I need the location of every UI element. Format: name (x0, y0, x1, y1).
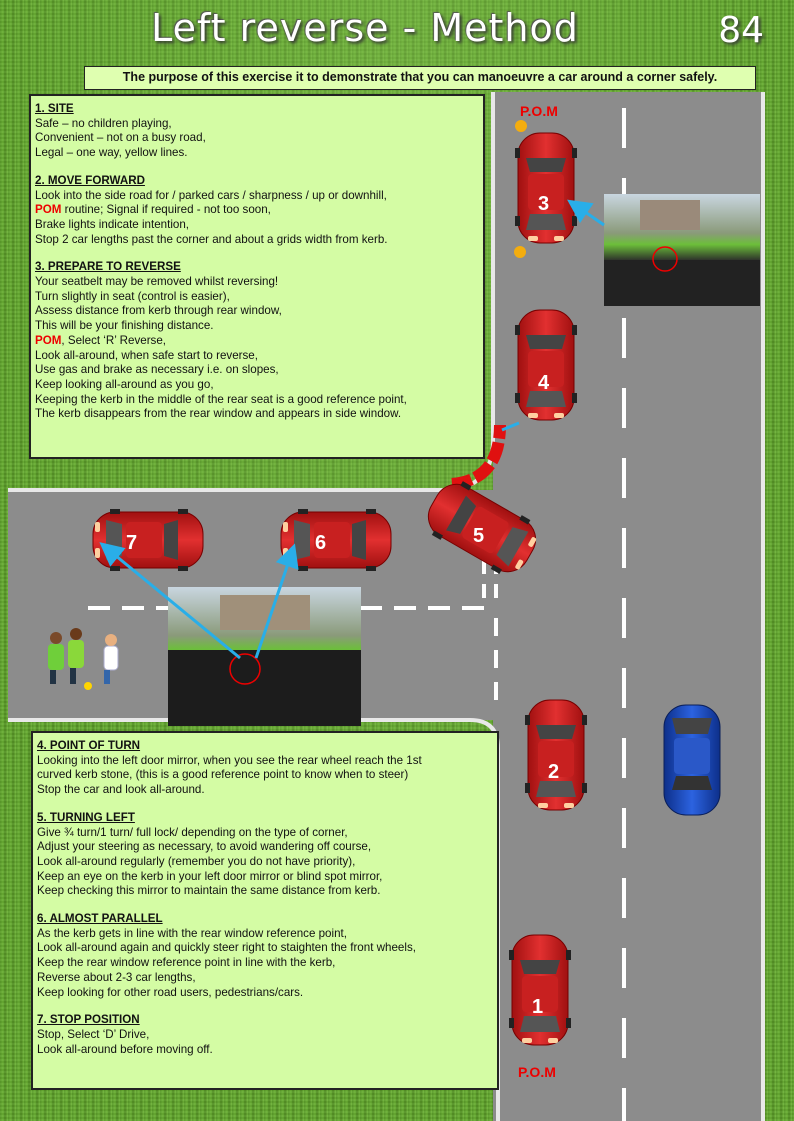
page-title: Left reverse - Method (151, 6, 579, 50)
text-line: Safe – no children playing, (35, 116, 172, 130)
text-line: Your seatbelt may be removed whilst reve… (35, 275, 279, 289)
text-line: Brake lights indicate intention, (35, 217, 190, 231)
car-6 (280, 508, 392, 572)
section-almost-parallel-heading: 6. ALMOST PARALLEL (37, 912, 163, 926)
section-stop-position-heading: 7. STOP POSITION (37, 1013, 140, 1027)
text-line: Stop, Select ‘D’ Drive, (37, 1027, 150, 1041)
text-line: POM routine; Signal if required - not to… (35, 203, 479, 218)
text-line: POM, Select ‘R’ Reverse, (35, 334, 479, 349)
text-line: Keep checking this mirror to maintain th… (37, 884, 381, 898)
rear-window-photo-bottom (168, 587, 361, 726)
text-line: Assess distance from kerb through rear w… (35, 304, 282, 318)
car-1 (508, 934, 572, 1046)
text-line: This will be your finishing distance. (35, 319, 214, 333)
pom-label-bottom: P.O.M (518, 1064, 556, 1080)
text-line: Keep the rear window reference point in … (37, 956, 336, 970)
pom-label-top: P.O.M (520, 103, 558, 119)
section-turning-left-heading: 5. TURNING LEFT (37, 810, 135, 824)
car-number-3: 3 (538, 193, 550, 215)
car-3 (514, 120, 578, 258)
rear-window-photo-top (604, 194, 760, 306)
text-line: Keep looking all-around as you go, (35, 377, 214, 391)
text-line: Adjust your steering as necessary, to av… (37, 840, 372, 854)
pom-highlight: POM (35, 203, 62, 217)
section-point-of-turn-heading: 4. POINT OF TURN (37, 739, 141, 752)
section-prepare-reverse-heading: 3. PREPARE TO REVERSE (35, 260, 181, 274)
car-4 (514, 309, 578, 421)
pom-highlight: POM (35, 333, 62, 347)
text-line: Convenient – not on a busy road, (35, 131, 206, 145)
instructions-panel-top: 1. SITE Safe – no children playing, Conv… (29, 94, 485, 459)
children-playing-illustration (48, 628, 119, 690)
text-line: Keep looking for other road users, pedes… (37, 985, 304, 999)
text-line: Keeping the kerb in the middle of the re… (35, 392, 407, 406)
car-7 (92, 508, 204, 572)
text-line: curved kerb stone, (this is a good refer… (37, 768, 409, 782)
text-line: Stop 2 car lengths past the corner and a… (35, 232, 388, 246)
text-fragment: , Select ‘R’ Reverse, (61, 333, 167, 347)
text-line: Give ¾ turn/1 turn/ full lock/ depending… (37, 825, 348, 839)
text-line: Look all-around regularly (remember you … (37, 854, 356, 868)
text-line: Looking into the left door mirror, when … (37, 753, 422, 767)
text-line: Use gas and brake as necessary i.e. on s… (35, 363, 279, 377)
car-number-1: 1 (532, 996, 544, 1018)
text-line: Look all-around before moving off. (37, 1042, 213, 1056)
text-line: Keep an eye on the kerb in your left doo… (37, 869, 383, 883)
car-number-2: 2 (548, 761, 560, 783)
car-number-5: 5 (473, 525, 485, 547)
car-number-6: 6 (315, 532, 327, 554)
text-line: Reverse about 2-3 car lengths, (37, 970, 196, 984)
section-site-heading: 1. SITE (35, 102, 74, 115)
text-line: Look all-around again and quickly steer … (37, 941, 416, 955)
text-line: Look all-around, when safe start to reve… (35, 348, 258, 362)
car-number-4: 4 (538, 372, 550, 394)
car-number-7: 7 (126, 532, 138, 554)
purpose-banner: The purpose of this exercise it to demon… (84, 66, 756, 90)
text-line: Look into the side road for / parked car… (35, 188, 387, 202)
blue-car (663, 704, 721, 816)
text-fragment: routine; Signal if required - not too so… (61, 203, 271, 217)
page-number: 84 (718, 10, 764, 51)
text-line: As the kerb gets in line with the rear w… (37, 926, 347, 940)
text-line: Legal – one way, yellow lines. (35, 146, 188, 160)
text-line: The kerb disappears from the rear window… (35, 407, 402, 421)
car-2 (524, 699, 588, 811)
text-line: Turn slightly in seat (control is easier… (35, 289, 230, 303)
text-line: Stop the car and look all-around. (37, 783, 205, 797)
instructions-panel-bottom: 4. POINT OF TURN Looking into the left d… (31, 731, 499, 1090)
section-move-forward-heading: 2. MOVE FORWARD (35, 173, 145, 187)
